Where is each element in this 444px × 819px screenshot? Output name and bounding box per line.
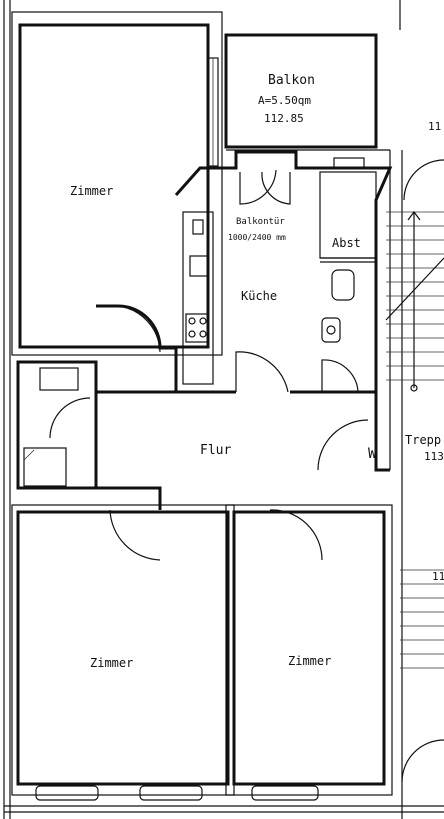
- label-zimmer-bottom-right: Zimmer: [288, 654, 331, 668]
- label-w: W: [368, 446, 377, 462]
- label-abst: Abst: [332, 236, 361, 250]
- label-balkon: Balkon: [268, 73, 315, 88]
- label-balkon-area: A=5.50qm: [258, 94, 311, 107]
- label-edge-right-mid: 11: [432, 570, 444, 583]
- room-zimmer-top: [11, 11, 223, 356]
- label-zimmer-top: Zimmer: [70, 184, 113, 198]
- label-balkon-level: 112.85: [264, 112, 304, 125]
- room-zimmer-bottom-left: [11, 504, 235, 801]
- room-flur: [96, 304, 390, 561]
- label-balkontuer-size: 1000/2400 mm: [228, 233, 286, 242]
- room-bath: [16, 360, 98, 490]
- room-abst: [319, 157, 377, 393]
- room-zimmer-bottom-right: [225, 504, 393, 801]
- label-flur: Flur: [200, 443, 231, 458]
- label-balkontuer: Balkontür: [236, 217, 285, 227]
- room-balkon: [224, 33, 390, 151]
- label-edge-top-right: 11: [428, 120, 441, 133]
- label-kueche: Küche: [241, 289, 277, 303]
- label-treppe-level: 113: [424, 450, 444, 463]
- label-zimmer-bottom-left: Zimmer: [90, 656, 133, 670]
- outer-walls: [3, 0, 444, 819]
- label-treppe: Trepp: [405, 433, 441, 447]
- staircase: [385, 159, 444, 783]
